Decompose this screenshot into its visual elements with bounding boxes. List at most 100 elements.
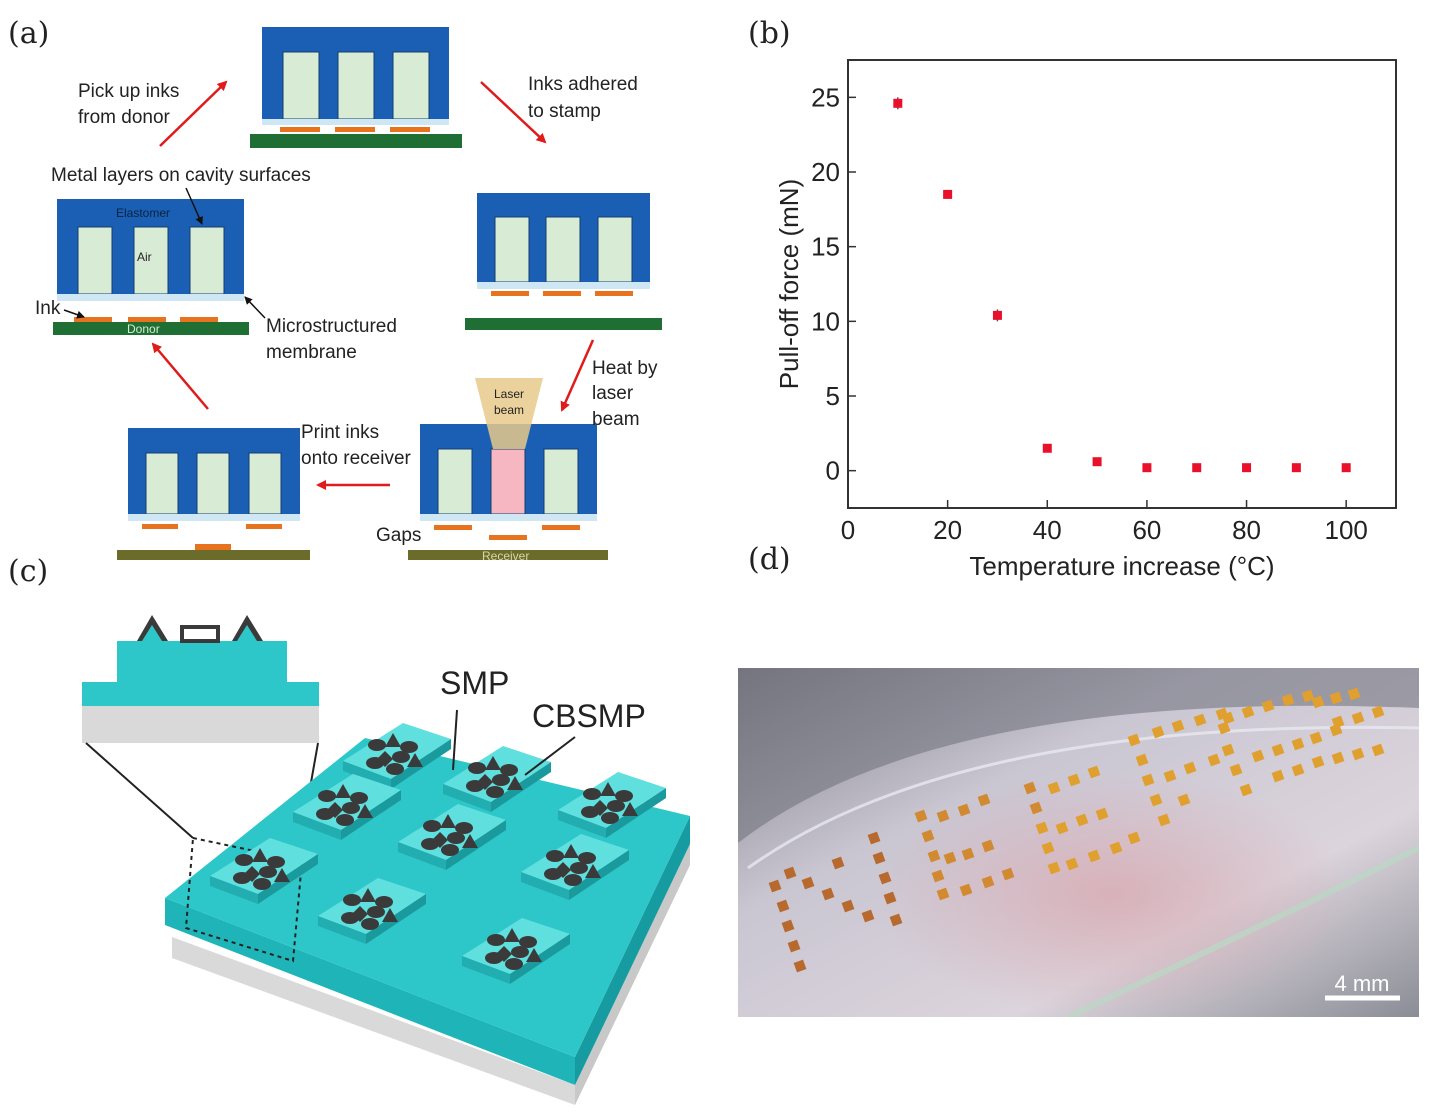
ink-dot xyxy=(914,809,928,823)
ink-dot xyxy=(861,909,875,923)
cbsmp-triangle xyxy=(357,804,373,818)
ink-dot xyxy=(981,839,995,853)
cbsmp-triangle xyxy=(585,864,601,878)
panel-label-b: (b) xyxy=(748,16,791,51)
cbsmp-ellipse xyxy=(487,934,505,946)
cbsmp-ellipse xyxy=(367,906,385,918)
ink-dot xyxy=(1221,711,1235,725)
x-tick-label: 100 xyxy=(1324,515,1367,545)
ink-dot xyxy=(1087,765,1101,779)
transfer-printing-cycle-diagram: Pick up inks from donor Inks adhered to … xyxy=(35,27,662,563)
ink-dot xyxy=(1055,821,1069,835)
stamp-inks-adhered xyxy=(465,193,662,330)
ink-dot xyxy=(1171,719,1185,733)
cbsmp-triangle xyxy=(485,756,501,770)
ink-dot xyxy=(1331,751,1345,765)
cbsmp-ellipse xyxy=(581,806,599,818)
cbsmp-triangle xyxy=(526,948,542,962)
data-point xyxy=(1192,463,1202,473)
arrow-return xyxy=(151,342,209,410)
pad-side xyxy=(443,784,491,812)
data-point xyxy=(992,310,1002,320)
arrow-metal-layers xyxy=(185,187,203,225)
zoom-line-left xyxy=(85,742,194,839)
text-adhered-1: Inks adhered xyxy=(528,74,638,95)
ink-dot xyxy=(1271,743,1285,757)
ink-dot xyxy=(1241,705,1255,719)
ink-dot xyxy=(1239,783,1253,797)
cbsmp-ellipse xyxy=(511,946,529,958)
cbsmp-triangle xyxy=(385,733,401,747)
ink-dot xyxy=(959,883,973,897)
ink-dot xyxy=(1109,841,1123,855)
text-adhered-2: to stamp xyxy=(528,101,601,122)
pad-side xyxy=(398,842,446,870)
ink-dot xyxy=(1041,841,1055,855)
data-point xyxy=(1042,443,1052,453)
cbsmp-triangle xyxy=(252,848,268,862)
ink-dot xyxy=(1271,769,1285,783)
text-cbsmp: CBSMP xyxy=(532,698,646,734)
ink-dot xyxy=(943,851,957,865)
cbsmp-ellipse xyxy=(455,822,473,834)
data-point xyxy=(893,98,903,108)
plot-frame xyxy=(847,59,1397,509)
cbsmp-ellipse xyxy=(564,874,582,886)
ink-dot xyxy=(1311,755,1325,769)
ink-dot xyxy=(768,879,782,893)
cbsmp-ellipse xyxy=(392,751,410,763)
ink-dot xyxy=(1229,763,1243,777)
data-point xyxy=(1142,463,1152,473)
ink-dot xyxy=(1329,691,1343,705)
ink-dot xyxy=(1047,861,1061,875)
cbsmp-ellipse xyxy=(570,862,588,874)
cbsmp-ellipse xyxy=(253,878,271,890)
ink-dot xyxy=(1149,793,1163,807)
cbsmp-ellipse xyxy=(233,872,251,884)
smp-pad xyxy=(462,918,570,984)
cbsmp-ellipse xyxy=(423,820,441,832)
text-smp: SMP xyxy=(440,665,509,701)
ink-dot xyxy=(1047,781,1061,795)
ink-dot xyxy=(1261,699,1275,713)
smp-leader xyxy=(452,709,458,771)
pad-side xyxy=(318,916,366,944)
cbsmp-triangle xyxy=(440,814,456,828)
text-membrane-2: membrane xyxy=(266,342,357,363)
text-ink: Ink xyxy=(35,298,61,319)
cbsmp-triangle xyxy=(622,802,638,816)
ink-dot xyxy=(1127,733,1141,747)
ink-dot xyxy=(1221,743,1235,757)
data-point xyxy=(943,189,953,199)
ink-dot xyxy=(1371,743,1385,757)
cbsmp-pads xyxy=(210,723,666,984)
ink-dot xyxy=(867,831,881,845)
cbsmp-ellipse xyxy=(361,918,379,930)
ink-dot xyxy=(1351,747,1365,761)
text-metal-layers: Metal layers on cavity surfaces xyxy=(51,165,311,186)
ink-dot xyxy=(1157,813,1171,827)
ink-dot xyxy=(1347,687,1361,701)
ink-dot xyxy=(793,959,807,973)
smp-pad xyxy=(210,838,318,904)
x-tick-label: 60 xyxy=(1132,515,1161,545)
ink-dot xyxy=(1151,725,1165,739)
ink-dot xyxy=(883,891,897,905)
y-tick-label: 25 xyxy=(811,82,840,112)
stamp-donor xyxy=(53,199,249,335)
panel-label-a: (a) xyxy=(8,16,50,51)
text-laser-2: beam xyxy=(494,403,524,417)
ink-dot xyxy=(931,869,945,883)
ink-dot xyxy=(1127,831,1141,845)
cbsmp-ellipse xyxy=(505,958,523,970)
cbsmp-ellipse xyxy=(546,850,564,862)
data-point xyxy=(1092,457,1102,467)
text-print-2: onto receiver xyxy=(301,448,412,469)
ink-dot xyxy=(841,899,855,913)
ink-dot xyxy=(1291,763,1305,777)
ink-dot xyxy=(981,875,995,889)
ink-dot xyxy=(921,829,935,843)
ink-dot xyxy=(936,809,950,823)
cross-section-inset xyxy=(82,615,319,743)
ink-dot xyxy=(1141,773,1155,787)
